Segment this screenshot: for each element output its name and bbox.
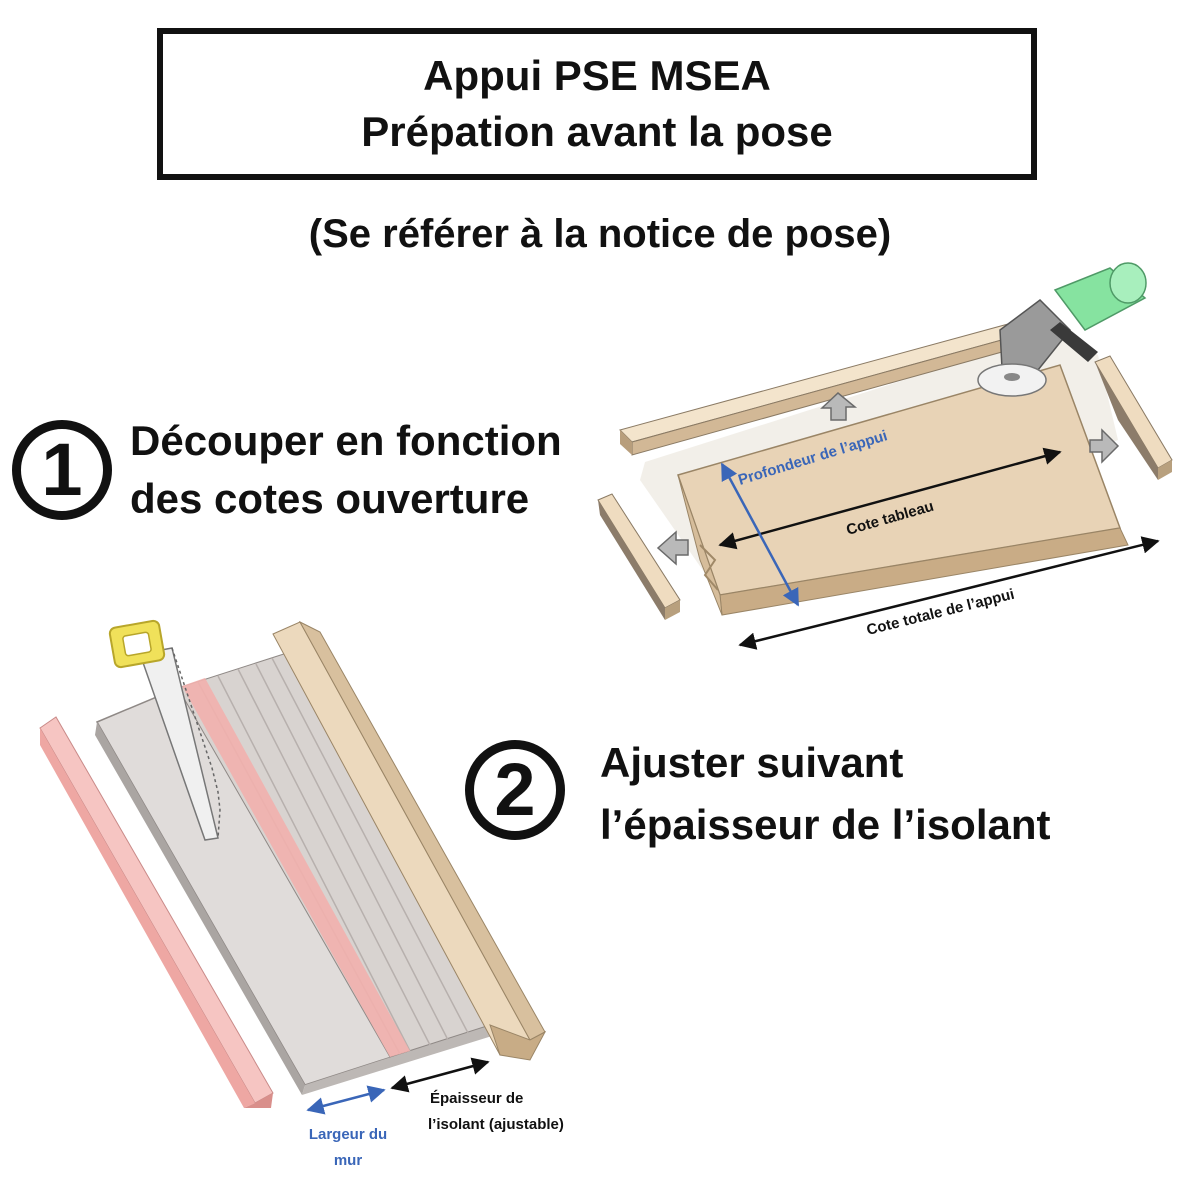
right-offcut-block bbox=[1094, 355, 1173, 480]
saw-icon bbox=[108, 619, 221, 841]
arrow-left-icon bbox=[656, 530, 689, 566]
step-1-line-1: Découper en fonction bbox=[130, 417, 562, 464]
step-1-line-2: des cotes ouverture bbox=[130, 475, 530, 522]
grinder-icon bbox=[977, 262, 1147, 397]
pink-removed-strip bbox=[39, 716, 274, 1108]
largeur-mur-arrow bbox=[306, 1085, 386, 1115]
sill-cut-illustration: Profondeur de l’appui Cote tableau Cote … bbox=[597, 262, 1173, 650]
step-1-number: 1 bbox=[12, 420, 112, 520]
label-largeur-line-2: mur bbox=[334, 1152, 363, 1169]
step-2-line-1: Ajuster suivant bbox=[600, 739, 904, 786]
sill-adjust-illustration: Épaisseur de l’isolant (ajustable) Large… bbox=[39, 619, 564, 1169]
insulation-grooves bbox=[177, 651, 491, 1058]
subtitle: (Se référer à la notice de pose) bbox=[308, 212, 892, 256]
cote-totale-arrow bbox=[738, 536, 1160, 650]
arrow-right-icon bbox=[1089, 428, 1120, 464]
title-line-2: Prépation avant la pose bbox=[361, 108, 833, 155]
label-largeur-line-1: Largeur du bbox=[309, 1126, 387, 1143]
label-cote-totale: Cote totale de l’appui bbox=[865, 586, 1016, 639]
step-2-number: 2 bbox=[465, 740, 565, 840]
step-2-line-2: l’épaisseur de l’isolant bbox=[600, 801, 1051, 848]
epaisseur-arrow bbox=[390, 1057, 490, 1093]
left-offcut-block bbox=[597, 493, 681, 620]
title-line-1: Appui PSE MSEA bbox=[423, 52, 771, 99]
title-box: Appui PSE MSEA Prépation avant la pose bbox=[157, 28, 1037, 180]
sill-nose bbox=[272, 620, 547, 1061]
label-epaisseur-line-1: Épaisseur de bbox=[430, 1090, 523, 1107]
label-epaisseur-line-2: l’isolant (ajustable) bbox=[428, 1116, 564, 1133]
arrow-up-icon bbox=[820, 392, 858, 421]
profondeur-arrow bbox=[720, 462, 800, 607]
